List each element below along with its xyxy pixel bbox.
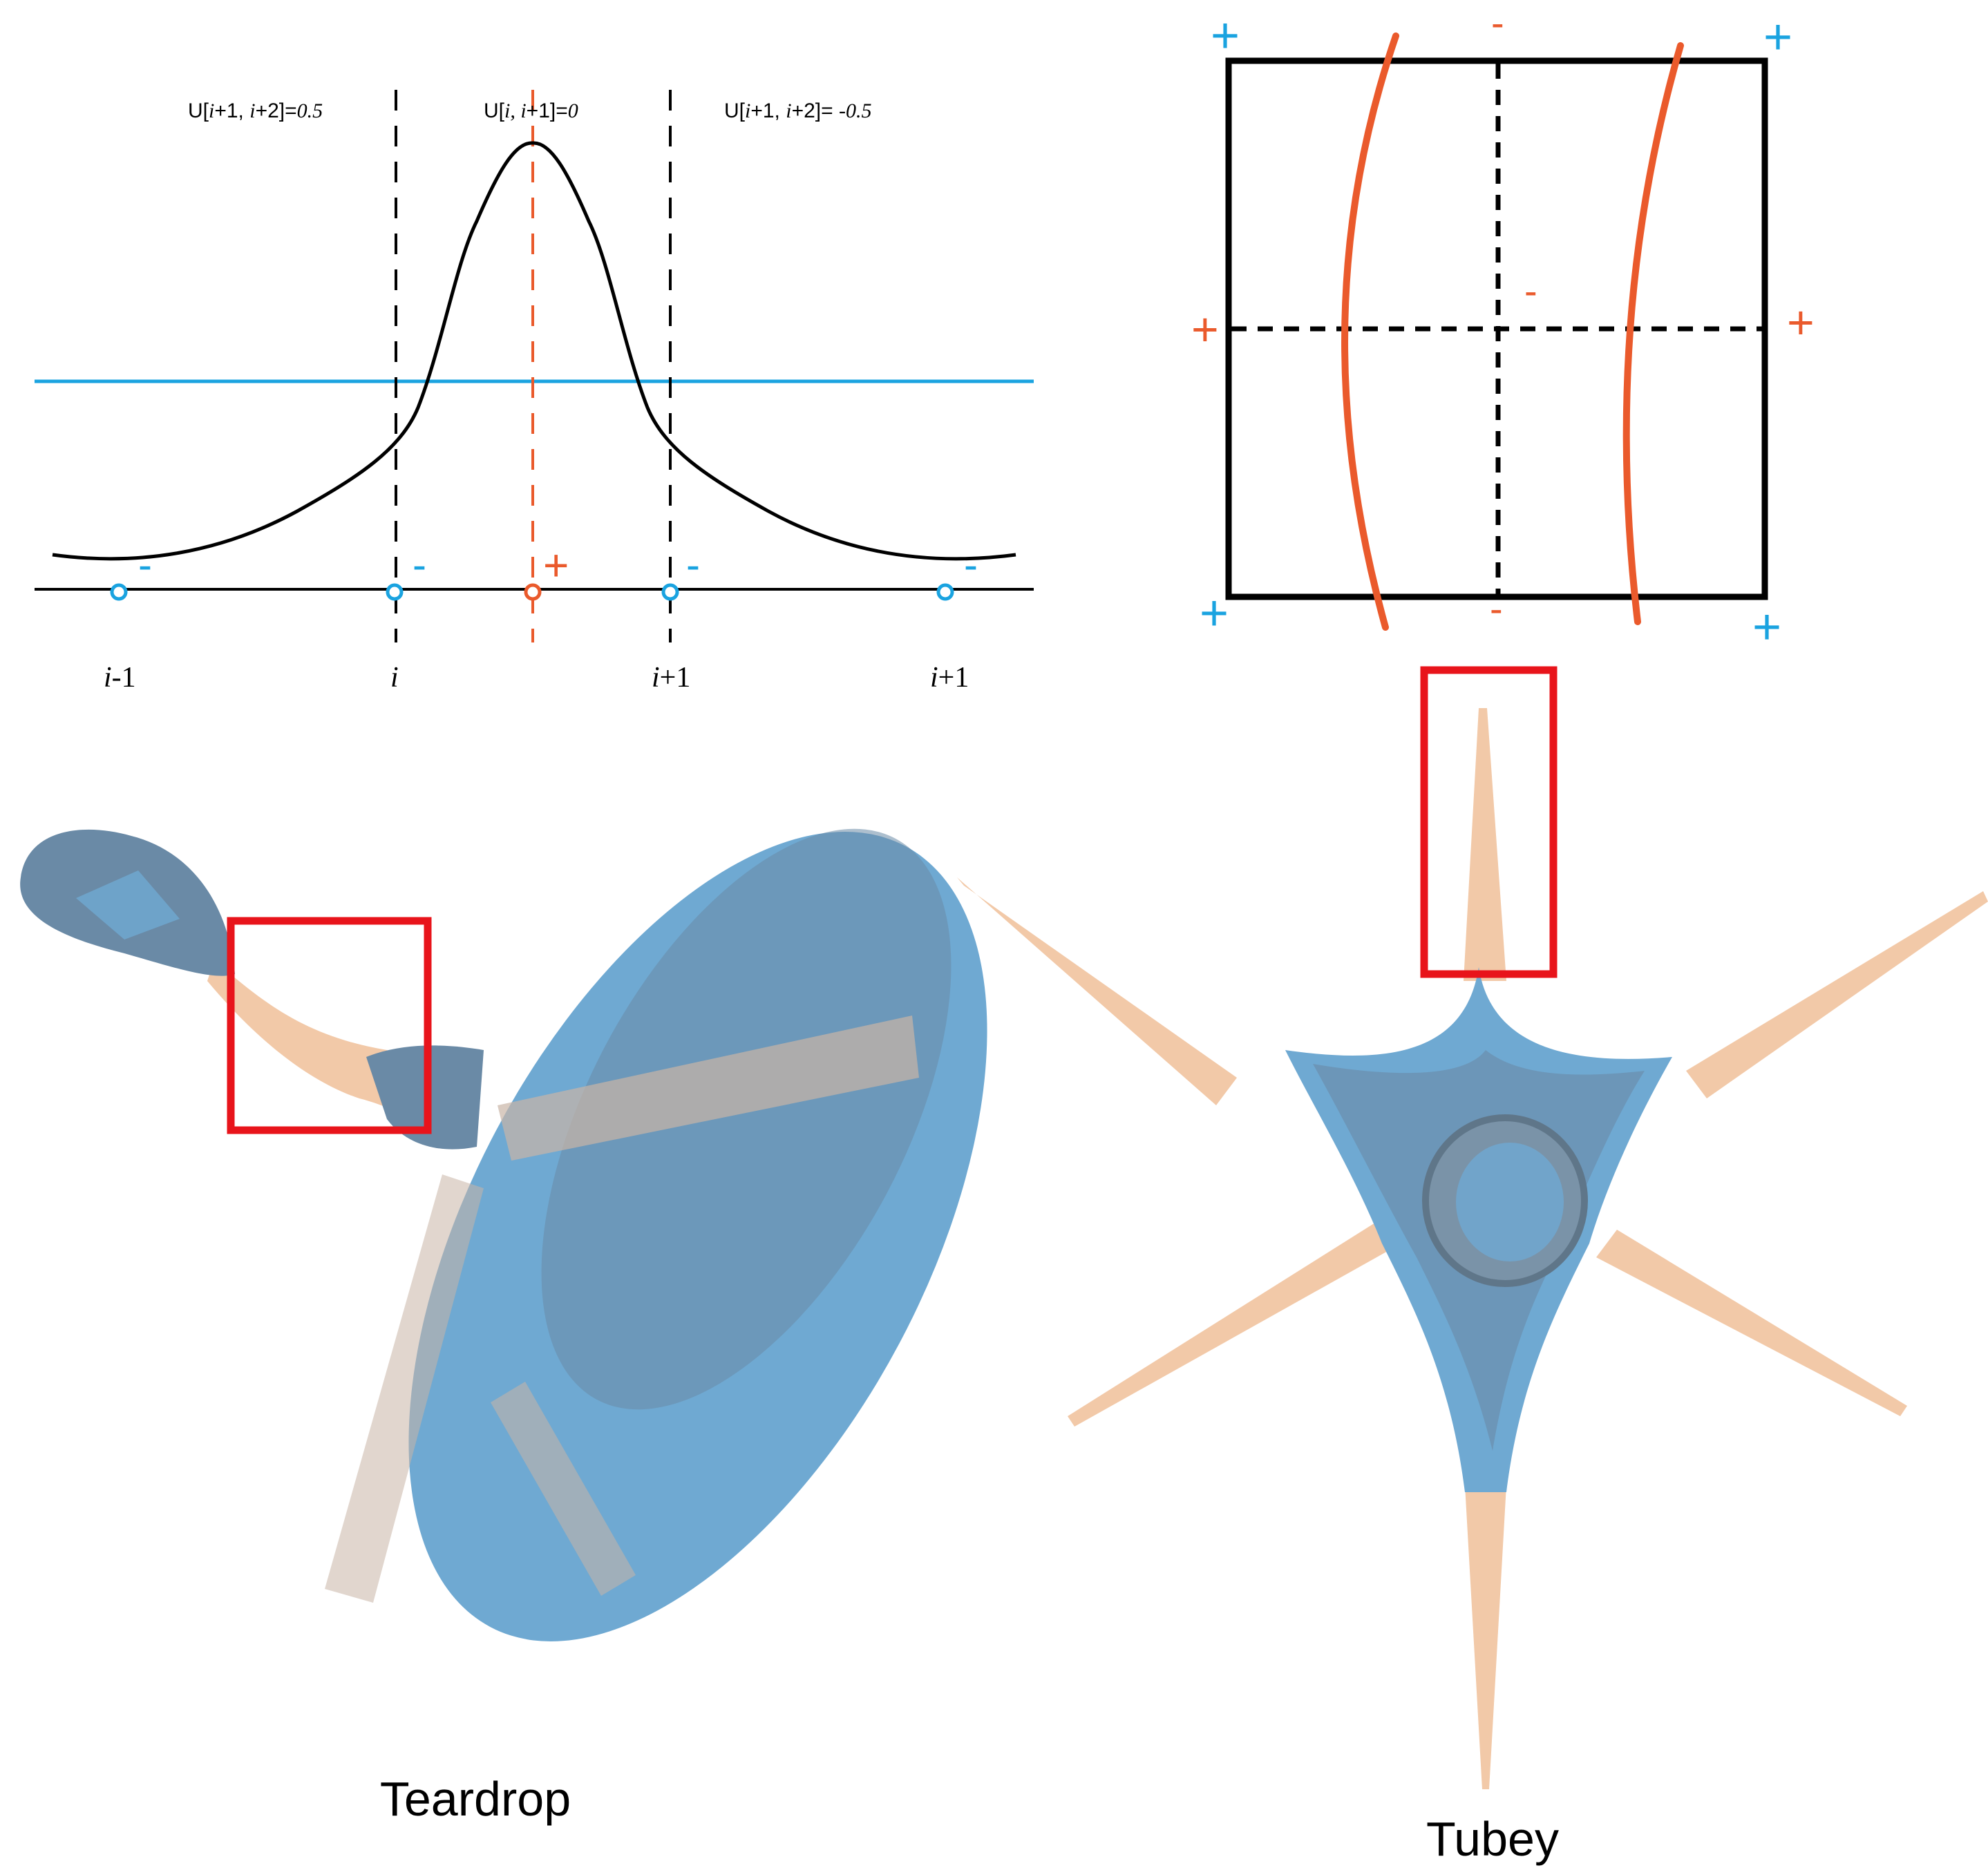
disk-pattern-band [325,1174,484,1603]
corner-sign-top-left: + [1211,8,1240,64]
teardrop-disk-shade [541,828,952,1410]
square-cell-diagram: + + + + - - + + - [1191,1,1815,655]
tubey-render: Tubey [957,666,1988,1866]
point-sign: - [413,542,426,588]
tubey-spike-bottom [1465,1485,1506,1789]
tubey-spike-lower-right [1596,1230,1907,1416]
region-label-center: U[i, i+1]=0 [484,99,578,122]
sample-point [936,583,954,601]
axis-label: i+1 [930,662,969,694]
potential-chart: - - + - - U[i+1, i+2]=0.5 U[i, i+1]=0 U[… [35,90,1034,694]
edge-sign-left: + [1191,303,1219,356]
tubey-spike-upper-right [1686,891,1988,1098]
corner-sign-bottom-left: + [1200,586,1229,641]
edge-sign-top: - [1491,1,1504,44]
disk-pattern-band [498,1016,919,1161]
point-sign: - [138,542,152,588]
edge-sign-right: + [1787,296,1815,349]
cell-square [1225,57,1768,600]
tubey-opening-inner [1456,1143,1564,1261]
isocurve-right [1622,42,1684,625]
point-sign: + [543,540,569,590]
tubey-spike-lower-left [1068,1223,1389,1427]
region-label-right: U[i+1, i+2]= -0.5 [724,99,871,122]
corner-sign-bottom-right: + [1752,600,1781,655]
axis-label: i-1 [104,662,136,694]
teardrop-caption: Teardrop [380,1772,571,1826]
sample-point [386,583,404,601]
sample-point [661,583,679,601]
teardrop-bulb-highlight [76,870,180,940]
tubey-caption: Tubey [1426,1812,1559,1866]
tubey-spike-top [1464,708,1506,981]
point-sign: - [964,542,978,588]
axis-label: i+1 [652,662,690,694]
disk-pattern-band [491,1382,636,1596]
isocurve-left [1341,32,1399,631]
tubey-spike-upper-left [957,877,1237,1105]
edge-sign-center: - [1524,269,1537,312]
teardrop-highlight-box [227,917,432,1134]
tubey-highlight-box [1420,666,1558,978]
region-label-left: U[i+1, i+2]=0.5 [188,99,323,122]
point-sign: - [686,542,700,588]
axis-label: i [390,662,399,694]
potential-curve [52,141,1016,561]
teardrop-render: Teardrop [20,828,987,1826]
sample-point [110,583,128,601]
corner-sign-top-right: + [1763,10,1792,65]
edge-sign-bottom: - [1490,587,1503,630]
sample-point-midpoint [524,583,542,601]
